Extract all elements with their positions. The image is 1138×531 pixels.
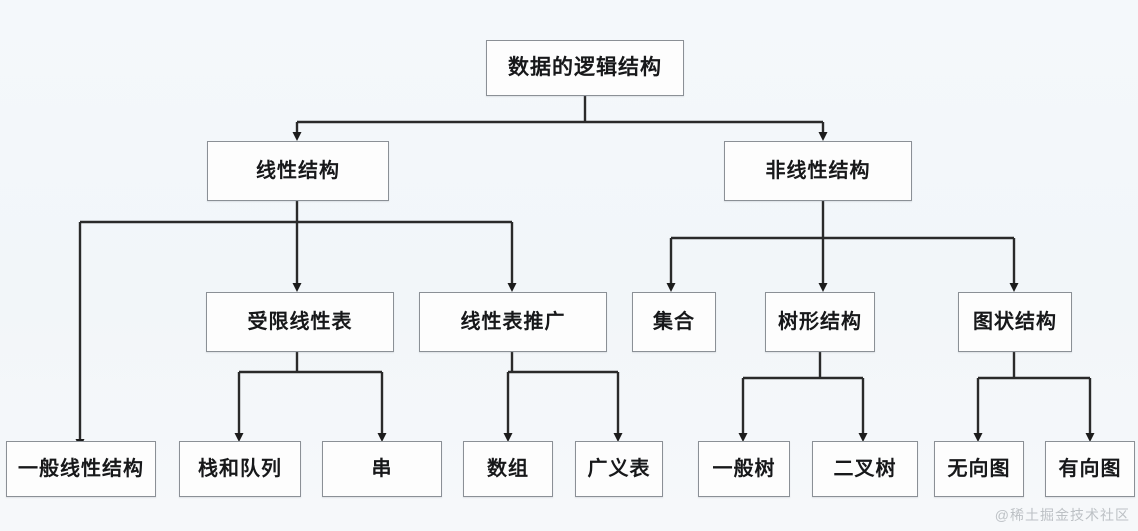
node-set[interactable]: 集合 (632, 292, 716, 352)
node-string[interactable]: 串 (322, 441, 442, 497)
node-general-linear-structure-label: 一般线性结构 (18, 458, 144, 480)
node-root-logical-data-structure[interactable]: 数据的逻辑结构 (486, 40, 684, 96)
node-binary-tree-label: 二叉树 (833, 458, 897, 480)
node-stack-and-queue[interactable]: 栈和队列 (179, 441, 301, 497)
node-directed-graph-label: 有向图 (1058, 458, 1122, 480)
watermark: @稀土掘金技术社区 (994, 507, 1130, 523)
node-generalized-list[interactable]: 广义表 (575, 441, 663, 497)
node-extended-linear-list-label: 线性表推广 (460, 311, 566, 333)
node-undirected-graph-label: 无向图 (947, 458, 1011, 480)
node-generalized-list-label: 广义表 (587, 458, 651, 480)
node-linear-structure-label: 线性结构 (256, 160, 340, 182)
node-undirected-graph[interactable]: 无向图 (934, 441, 1024, 497)
node-root-label: 数据的逻辑结构 (508, 56, 662, 80)
node-graph-structure-label: 图状结构 (973, 311, 1057, 333)
node-restricted-linear-list[interactable]: 受限线性表 (206, 292, 394, 352)
node-graph-structure[interactable]: 图状结构 (958, 292, 1072, 352)
node-string-label: 串 (371, 458, 393, 480)
node-tree-structure[interactable]: 树形结构 (765, 292, 875, 352)
node-binary-tree[interactable]: 二叉树 (812, 441, 918, 497)
node-stack-and-queue-label: 栈和队列 (198, 458, 282, 480)
node-directed-graph[interactable]: 有向图 (1045, 441, 1135, 497)
node-linear-structure[interactable]: 线性结构 (207, 141, 389, 201)
node-array[interactable]: 数组 (463, 441, 553, 497)
node-nonlinear-structure[interactable]: 非线性结构 (724, 141, 912, 201)
node-general-linear-structure[interactable]: 一般线性结构 (6, 441, 156, 497)
node-nonlinear-structure-label: 非线性结构 (765, 160, 871, 182)
node-general-tree-label: 一般树 (712, 458, 776, 480)
node-restricted-linear-list-label: 受限线性表 (247, 311, 353, 333)
node-tree-structure-label: 树形结构 (778, 311, 862, 333)
node-extended-linear-list[interactable]: 线性表推广 (419, 292, 607, 352)
node-set-label: 集合 (653, 311, 695, 333)
node-array-label: 数组 (487, 458, 529, 480)
node-general-tree[interactable]: 一般树 (698, 441, 790, 497)
